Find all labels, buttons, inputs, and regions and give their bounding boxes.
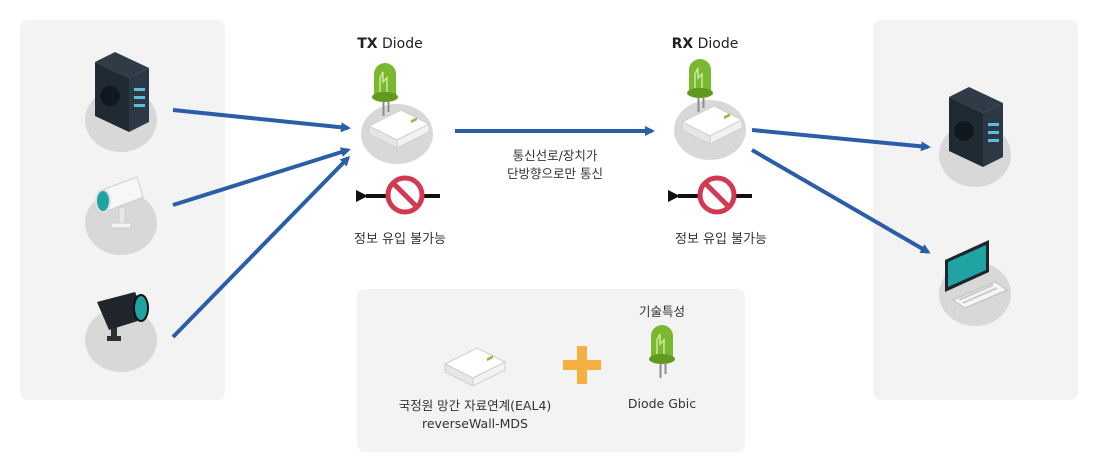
legend-device-icon — [444, 347, 506, 387]
channel-label-line2: 단방향으로만 통신 — [507, 166, 603, 181]
black-camera-icon — [85, 292, 157, 372]
rx-diode-title: RX Diode — [665, 36, 745, 52]
no-entry-icon — [385, 175, 425, 215]
destination-panel — [873, 20, 1078, 400]
dest-server-tower-icon — [939, 87, 1011, 187]
arrow-dome-camera-to-tx — [171, 155, 351, 339]
arrow-camera-to-tx — [172, 147, 351, 207]
rx-block-label: 정보 유입 불가능 — [675, 232, 767, 247]
tx-block-label: 정보 유입 불가능 — [354, 232, 446, 247]
rx-diode-device-icon — [674, 100, 746, 160]
product-label: 국정원 망간 자료연계(EAL4) reverseWall-MDS — [390, 397, 560, 433]
tech-heading: 기술특성 — [638, 304, 685, 319]
server-tower-icon — [85, 52, 157, 152]
product-label-line2: reverseWall-MDS — [421, 416, 528, 431]
diode-gbic-label: Diode Gbic — [627, 396, 697, 411]
tx-title-rest: Diode — [382, 36, 423, 52]
flow-arrows — [171, 108, 931, 339]
legend-box — [357, 289, 745, 452]
arrow-server-to-tx — [172, 108, 351, 133]
tx-diode-title: TX Diode — [350, 36, 430, 52]
desktop-pc-icon — [939, 240, 1011, 326]
channel-label: 통신선로/장치가 단방향으로만 통신 — [490, 147, 620, 183]
plus-icon — [563, 346, 601, 384]
tx-title-bold: TX — [357, 36, 378, 52]
tx-block-sign — [356, 175, 440, 215]
no-entry-icon — [697, 175, 737, 215]
product-label-line1: 국정원 망간 자료연계(EAL4) — [398, 398, 552, 413]
channel-label-line1: 통신선로/장치가 — [512, 148, 598, 163]
arrow-rx-to-server — [751, 128, 931, 152]
arrow-rx-to-pc — [750, 148, 931, 254]
rx-title-bold: RX — [671, 36, 694, 52]
rx-block-sign — [668, 175, 752, 215]
legend-led-icon — [648, 324, 676, 379]
rx-title-rest: Diode — [697, 36, 739, 52]
tx-diode-device-icon — [361, 104, 433, 164]
bullet-camera-icon — [85, 176, 157, 255]
